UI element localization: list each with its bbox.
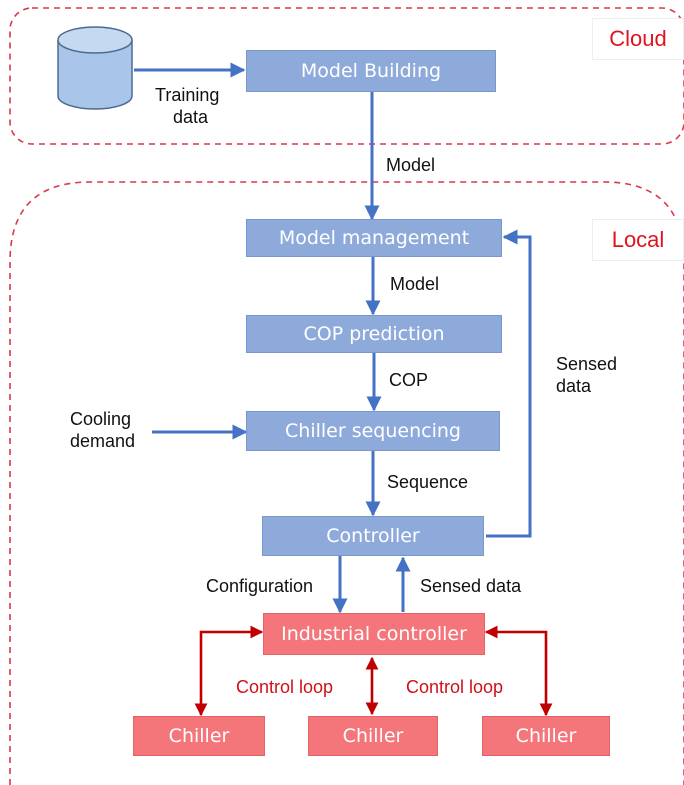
cloud-region-label: Cloud <box>592 18 684 60</box>
control-loop-right-arrow <box>484 625 553 717</box>
control-loop-left-label: Control loop <box>236 677 334 697</box>
model-management-node: Model management <box>246 219 502 257</box>
sequence-label: Sequence <box>387 472 469 492</box>
local-region-label: Local <box>592 219 684 261</box>
model-cloud-label: Model <box>386 155 436 175</box>
cooling-demand-label: Cooling demand <box>70 409 136 451</box>
cop-label: COP <box>389 370 429 390</box>
sensed-data-up-label: Sensed data <box>420 576 522 596</box>
chiller-node-2: Chiller <box>308 716 438 756</box>
model-building-node: Model Building <box>246 50 496 92</box>
configuration-label: Configuration <box>206 576 314 596</box>
chiller-node-3: Chiller <box>482 716 610 756</box>
local-region-border <box>9 181 684 785</box>
industrial-controller-node: Industrial controller <box>263 613 485 655</box>
cop-prediction-node: COP prediction <box>246 315 502 353</box>
training-data-label: Training data <box>155 85 220 127</box>
model-local-label: Model <box>390 274 440 294</box>
chiller-node-1: Chiller <box>133 716 265 756</box>
control-loop-left-arrow <box>194 625 264 717</box>
sensed-data-feedback-label: Sensed data <box>556 354 618 396</box>
arrow-sensed-data-feedback <box>486 229 532 538</box>
control-loop-right-label: Control loop <box>406 677 504 697</box>
cloud-region-border <box>9 7 684 145</box>
controller-node: Controller <box>262 516 484 556</box>
chiller-sequencing-node: Chiller sequencing <box>246 411 500 451</box>
database-cylinder-icon <box>57 26 133 110</box>
